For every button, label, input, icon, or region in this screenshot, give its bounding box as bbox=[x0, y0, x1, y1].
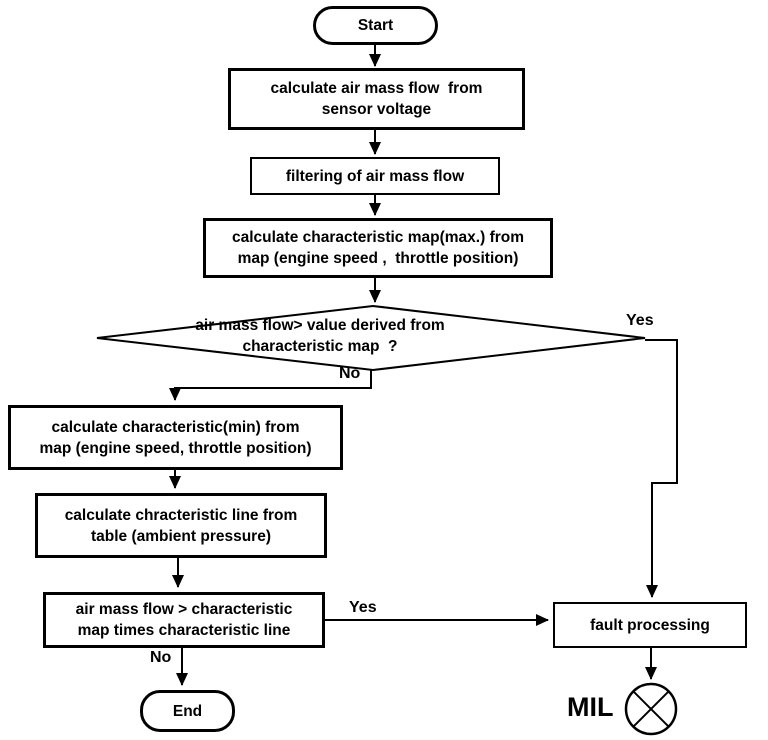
decision-diamond bbox=[96, 304, 646, 372]
node-calc-char-map-max: calculate characteristic map(max.) from … bbox=[203, 218, 553, 278]
edge-decision-no-to-char-min bbox=[169, 370, 372, 401]
edge-decision-yes-to-fault bbox=[645, 339, 678, 598]
label-mil: MIL bbox=[567, 692, 614, 722]
node-start: Start bbox=[313, 6, 438, 45]
label-compare-no: No bbox=[150, 649, 172, 666]
node-decision-char-map-text: air mass flow> value derived from charac… bbox=[195, 317, 445, 355]
label-compare-yes: Yes bbox=[349, 599, 377, 616]
node-calc-char-min: calculate characteristic(min) from map (… bbox=[8, 405, 343, 470]
label-decision-yes: Yes bbox=[626, 312, 654, 329]
node-end: End bbox=[140, 690, 235, 732]
label-decision-no: No bbox=[339, 365, 361, 382]
node-calc-air-mass-flow: calculate air mass flow from sensor volt… bbox=[228, 68, 525, 130]
node-calc-char-line: calculate chracteristic line from table … bbox=[35, 493, 327, 558]
node-decision-compare: air mass flow > characteristic map times… bbox=[43, 592, 325, 648]
mil-indicator-icon bbox=[624, 682, 678, 736]
node-fault-processing: fault processing bbox=[553, 602, 747, 648]
node-filtering: filtering of air mass flow bbox=[250, 157, 500, 195]
